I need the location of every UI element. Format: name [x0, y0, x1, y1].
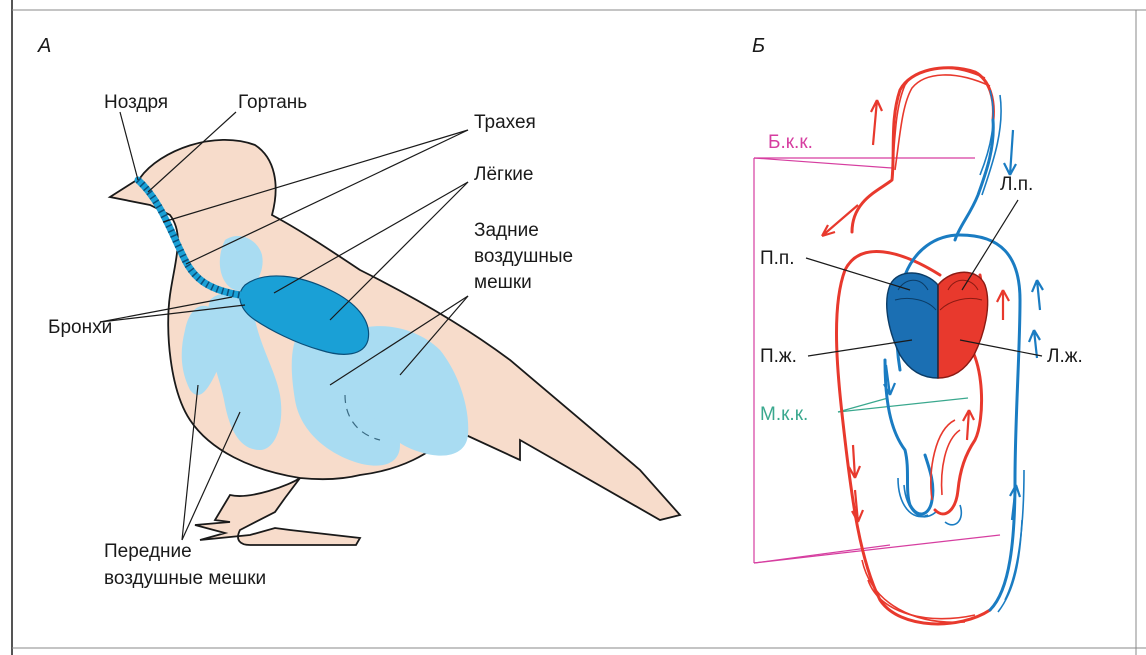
label-trachea: Трахея: [474, 112, 536, 133]
panel-b-letter: Б: [752, 35, 765, 57]
label-nostril: Ноздря: [104, 92, 168, 113]
label-pulmonary-circulation: М.к.к.: [760, 404, 808, 425]
label-posterior-sacs-3: мешки: [474, 272, 532, 293]
label-larynx: Гортань: [238, 92, 307, 113]
label-lungs: Лёгкие: [474, 164, 533, 185]
label-left-ventricle: Л.ж.: [1047, 346, 1083, 367]
label-systemic-circulation: Б.к.к.: [768, 132, 813, 153]
label-right-atrium: П.п.: [760, 248, 795, 269]
label-posterior-sacs-1: Задние: [474, 220, 539, 241]
label-right-ventricle: П.ж.: [760, 346, 797, 367]
label-anterior-sacs-1: Передние: [104, 541, 192, 562]
head-vessels: [852, 68, 1001, 240]
heart-right-side: [887, 273, 938, 378]
label-posterior-sacs-2: воздушные: [474, 246, 573, 267]
label-left-atrium: Л.п.: [1000, 174, 1033, 195]
pulmonary-bracket: [838, 398, 968, 412]
panel-b-circulation: Б Б.к.к. М.к.к.: [752, 35, 1083, 624]
label-bronchi: Бронхи: [48, 317, 112, 338]
panel-a-letter: А: [37, 35, 51, 57]
panel-a-bird: А Ноздря Гортань Трахея Лёгкие Задние во…: [37, 35, 680, 589]
label-anterior-sacs-2: воздушные мешки: [104, 568, 266, 589]
